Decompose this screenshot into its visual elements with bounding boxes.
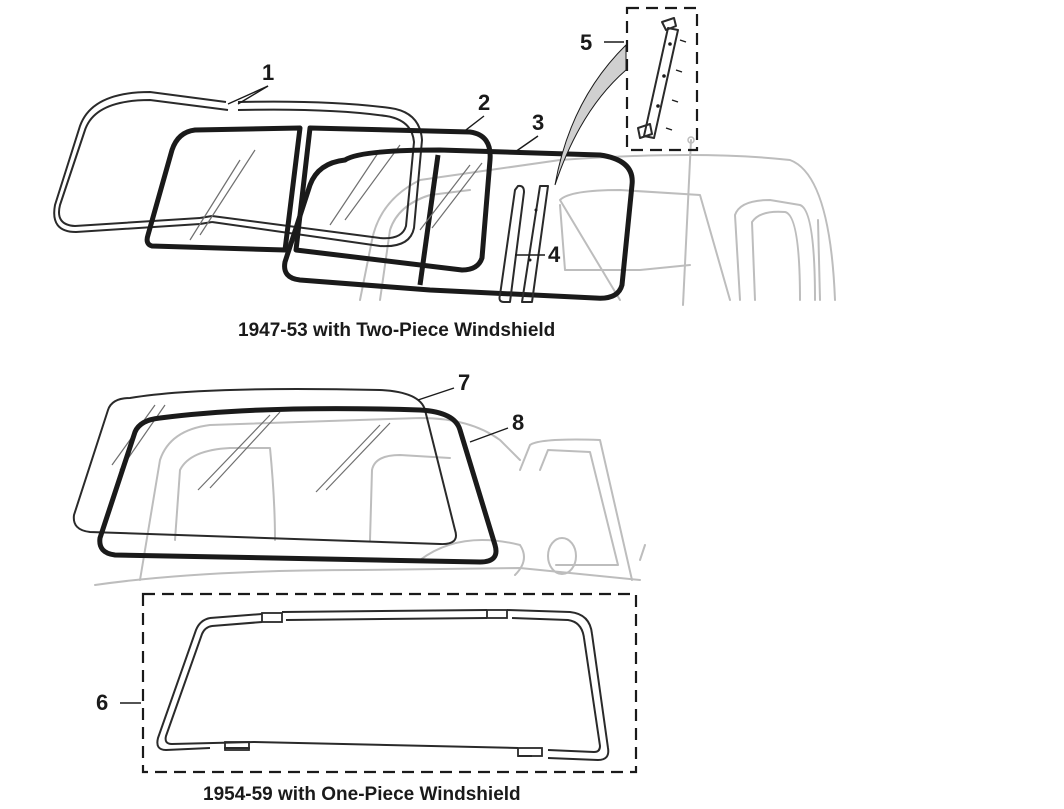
bottom-truck-cab-outline: [94, 417, 646, 586]
callout-3: 3: [532, 110, 544, 135]
part-7-windshield-glass: [72, 388, 457, 546]
callout-7: 7: [458, 370, 470, 395]
part-5-inset: [554, 6, 699, 186]
top-truck-cab-outline: [359, 154, 836, 301]
callout-8: 8: [512, 410, 524, 435]
callout-2: 2: [478, 90, 490, 115]
caption-bottom: 1954-59 with One-Piece Windshield: [203, 784, 521, 805]
callout-5: 5: [580, 30, 592, 55]
part-6-inset: 6: [96, 592, 638, 774]
part-2-gasket: [144, 125, 493, 273]
part-8-weatherstrip: [97, 406, 499, 565]
callout-6: 6: [96, 690, 108, 715]
callout-1: 1: [262, 60, 274, 85]
part-1-outer-molding: [53, 91, 423, 248]
callout-4: 4: [548, 242, 561, 267]
antenna: [682, 136, 695, 306]
caption-top: 1947-53 with Two-Piece Windshield: [238, 320, 555, 341]
part-4-division-bar: [498, 184, 549, 303]
top-callouts: 1 2 3 4 5: [227, 30, 624, 267]
bottom-callouts: 7 8: [417, 370, 524, 443]
part-3-windshield-frame: [282, 147, 635, 301]
